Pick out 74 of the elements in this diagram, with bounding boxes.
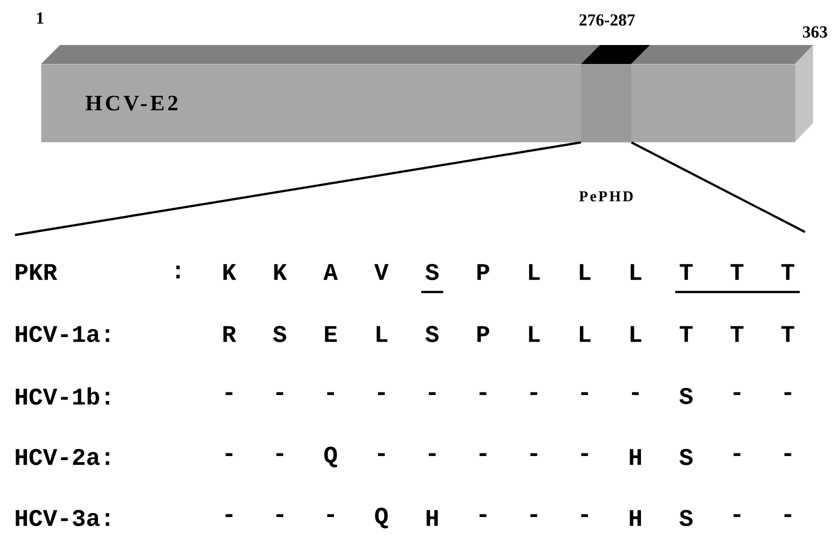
residue-letter: S bbox=[425, 326, 439, 342]
sequence-name: PKR bbox=[16, 264, 58, 280]
residue-letter: H bbox=[630, 449, 641, 465]
residue-letter: - bbox=[428, 392, 436, 396]
residue-letter: L bbox=[529, 326, 540, 342]
residue-letter: S bbox=[679, 448, 693, 466]
position-number: 363 bbox=[802, 26, 828, 38]
residue-letter: T bbox=[680, 326, 693, 342]
residue-letter: - bbox=[581, 392, 588, 396]
residue-letter: K bbox=[223, 264, 236, 280]
residue-letter: - bbox=[226, 453, 232, 456]
residue-letter: - bbox=[734, 392, 740, 396]
residue-letter: - bbox=[378, 392, 385, 396]
position-number: 1 bbox=[37, 12, 44, 24]
residue-letter: - bbox=[327, 392, 334, 396]
residue-letter: H bbox=[426, 510, 438, 526]
zoom-line bbox=[630, 141, 806, 233]
region-box bbox=[581, 64, 632, 142]
residue-letter: - bbox=[734, 453, 740, 456]
residue-letter: - bbox=[480, 514, 486, 518]
residue-letter: - bbox=[276, 514, 284, 518]
residue-letter: L bbox=[580, 264, 591, 280]
separator-colon: : bbox=[176, 266, 180, 278]
residue-letter: - bbox=[632, 392, 639, 396]
residue-letter: P bbox=[477, 264, 490, 280]
residue-letter: A bbox=[323, 264, 338, 280]
residue-letter: - bbox=[226, 514, 232, 518]
sequence-name: HCV-1a: bbox=[16, 326, 110, 342]
position-number: 276-287 bbox=[580, 14, 635, 26]
residue-letter: T bbox=[680, 264, 693, 280]
residue-letter: V bbox=[374, 264, 389, 280]
residue-letter: T bbox=[781, 326, 794, 342]
residue-letter: - bbox=[734, 514, 740, 518]
region-label: PePHD bbox=[579, 191, 633, 202]
residue-letter: - bbox=[530, 453, 538, 456]
residue-letter: - bbox=[226, 392, 232, 396]
residue-letter: L bbox=[630, 326, 642, 342]
residue-letter: S bbox=[425, 264, 439, 280]
residue-letter: - bbox=[428, 453, 436, 456]
residue-letter: T bbox=[730, 326, 744, 342]
residue-letter: - bbox=[784, 514, 792, 518]
residue-letter: - bbox=[276, 453, 284, 456]
residue-letter: Q bbox=[324, 446, 338, 468]
residue-letter: - bbox=[530, 392, 538, 396]
residue-letter: - bbox=[581, 514, 588, 518]
residue-letter: - bbox=[581, 453, 588, 456]
residue-letter: L bbox=[529, 264, 540, 280]
residue-letter: - bbox=[784, 392, 792, 396]
sequence-name: HCV-3a: bbox=[16, 510, 110, 526]
zoom-line bbox=[14, 141, 582, 236]
residue-letter: S bbox=[273, 326, 286, 342]
residue-letter: Q bbox=[375, 508, 388, 528]
residue-letter: K bbox=[274, 264, 287, 280]
residue-letter: - bbox=[276, 392, 284, 396]
residue-letter: L bbox=[630, 264, 642, 280]
residue-letter: S bbox=[679, 388, 693, 404]
residue-letter: L bbox=[580, 326, 591, 342]
residue-letter: H bbox=[630, 510, 641, 526]
protein-bar: HCV-E2 bbox=[41, 64, 796, 142]
residue-letter: R bbox=[223, 326, 236, 342]
residue-letter: T bbox=[730, 264, 744, 280]
residue-letter: L bbox=[376, 326, 388, 342]
residue-letter: - bbox=[480, 392, 486, 396]
sequence-name: HCV-1b: bbox=[16, 387, 110, 405]
residue-letter: S bbox=[679, 510, 693, 526]
sequence-name: HCV-2a: bbox=[16, 448, 110, 466]
residue-letter: E bbox=[325, 326, 337, 342]
residue-letter: T bbox=[781, 264, 794, 280]
residue-letter: - bbox=[530, 514, 538, 518]
residue-letter: - bbox=[784, 453, 792, 456]
residue-letter: - bbox=[480, 453, 486, 456]
residue-letter: - bbox=[327, 514, 334, 518]
residue-letter: P bbox=[477, 326, 490, 342]
residue-letter: - bbox=[378, 453, 385, 456]
